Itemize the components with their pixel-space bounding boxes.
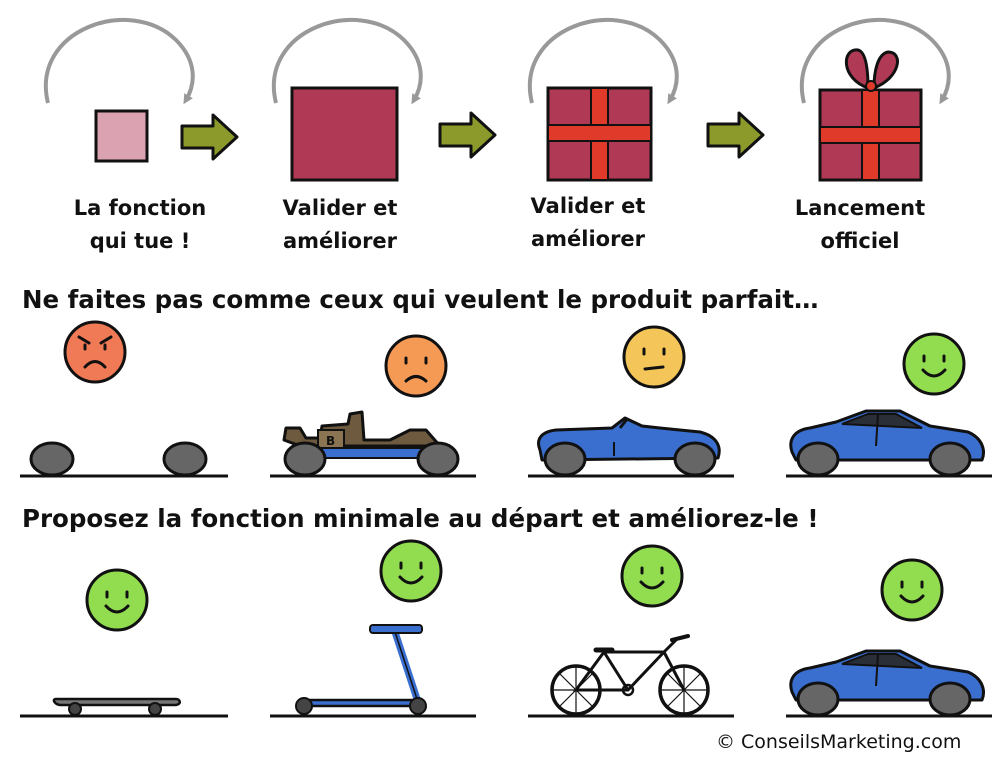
next-step-arrow [180, 113, 239, 161]
iteration-loop-arrow [527, 17, 679, 105]
step-label-validate-improve: Valider et améliorer [530, 194, 646, 251]
happy-face-icon [902, 332, 966, 396]
kart-chassis: B [282, 410, 460, 477]
angry-face-icon [63, 320, 127, 384]
heading-perfect-product: Ne faites pas comme ceux qui veulent le … [22, 285, 819, 314]
minimal-feature-square [94, 109, 149, 163]
happy-face-icon [85, 568, 149, 632]
sedan-car [789, 409, 985, 477]
step-label-killer-feature: La fonction qui tue ! [73, 196, 207, 253]
wrapped-box [546, 86, 653, 182]
bicycle [550, 634, 710, 716]
two-wheels-only [29, 441, 208, 477]
scooter [295, 624, 427, 715]
heading-minimal-feature: Proposez la fonction minimale au départ … [22, 504, 819, 533]
validated-feature-box [290, 86, 399, 182]
skateboard [52, 697, 181, 716]
neutral-face-icon [622, 325, 686, 389]
sedan-car [789, 649, 985, 717]
sad-face-icon [384, 334, 448, 398]
next-step-arrow [438, 111, 497, 159]
copyright-credit: © ConseilsMarketing.com [716, 731, 962, 753]
happy-face-icon [379, 539, 443, 603]
iteration-loop-arrow [799, 17, 951, 105]
next-step-arrow [706, 111, 765, 159]
step-label-validate-improve: Valider et améliorer [282, 196, 398, 253]
convertible-car [537, 416, 721, 477]
gift-box-icon [818, 48, 923, 182]
iteration-loop-arrow [271, 17, 423, 105]
mood-faces [63, 320, 966, 632]
iteration-loop-arrow [43, 17, 195, 105]
happy-face-icon [880, 558, 944, 622]
step-label-official-launch: Lancement officiel [794, 196, 926, 253]
svg-text:B: B [326, 434, 335, 448]
happy-face-icon [620, 544, 684, 608]
